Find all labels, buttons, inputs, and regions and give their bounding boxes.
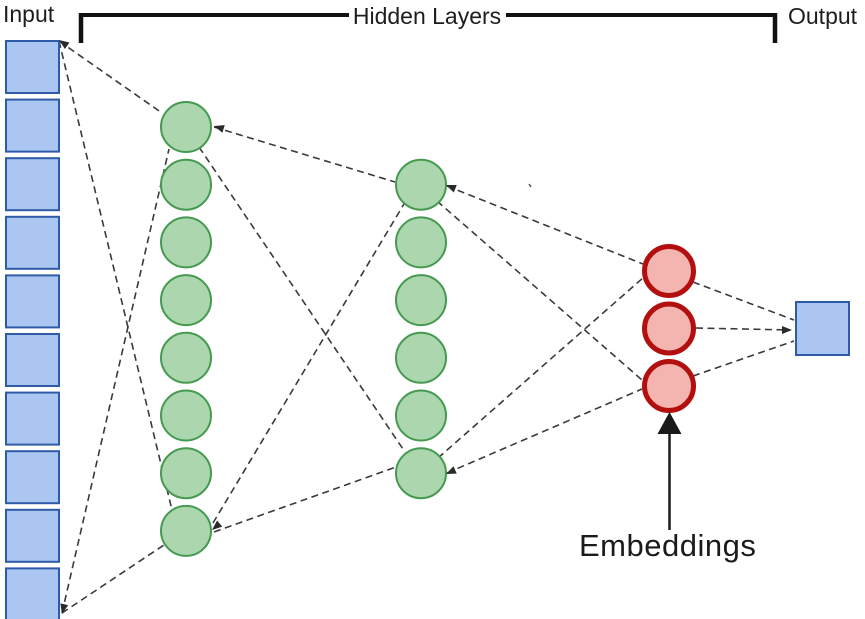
input-label: Input (3, 1, 55, 27)
hidden-1-node (160, 158, 212, 211)
connection-line (437, 276, 645, 459)
hidden-1-node (160, 274, 212, 327)
connection-line (446, 185, 644, 265)
embeddings-label: Embeddings (579, 528, 757, 563)
connection-line (212, 203, 405, 524)
output-node (795, 301, 850, 356)
input-node (5, 98, 60, 153)
embeddings-arrow-head-icon (657, 412, 682, 434)
connection-line (692, 281, 795, 321)
hidden-1-node (160, 101, 212, 153)
hidden-1-node (160, 389, 212, 442)
hidden-2-node (395, 331, 447, 384)
connection-arrowhead-icon (59, 40, 70, 50)
hidden-2-node (395, 274, 447, 327)
output-label: Output (788, 3, 858, 29)
input-node (5, 157, 60, 212)
hidden-2-node (395, 389, 447, 442)
stray-mark (528, 183, 532, 188)
connection-line (198, 146, 406, 453)
connection-line (436, 200, 643, 381)
connection-arrowhead-icon (782, 326, 792, 334)
connection-line (213, 466, 397, 533)
connection-arrowhead-icon (214, 125, 225, 133)
connection-arrowhead-icon (446, 466, 457, 474)
hidden-layers-label: Hidden Layers (352, 3, 502, 29)
input-node (5, 508, 60, 563)
input-node (5, 274, 60, 329)
hidden-1-node (160, 331, 212, 384)
connection-arrowhead-icon (212, 520, 223, 530)
connection-line (695, 327, 791, 331)
input-node (5, 40, 60, 94)
embeddings-node (642, 301, 696, 356)
hidden-2-node (395, 447, 447, 500)
connection-line (446, 388, 643, 474)
hidden-1-node (160, 216, 212, 269)
connection-line (213, 126, 396, 183)
input-node (5, 450, 60, 505)
hidden-1-node (160, 504, 212, 557)
embeddings-node (642, 359, 696, 413)
connection-arrowhead-icon (446, 185, 457, 193)
connection-line (58, 40, 173, 511)
hidden-2-node (395, 158, 447, 211)
connection-arrowhead-icon (60, 603, 69, 614)
connection-line (61, 544, 165, 614)
embeddings-node (642, 244, 696, 298)
connection-line (58, 40, 163, 114)
input-node (5, 391, 60, 446)
input-node (5, 567, 60, 619)
input-node (5, 333, 60, 387)
connection-line (692, 340, 795, 377)
connection-line (61, 148, 170, 614)
hidden-2-node (395, 216, 447, 269)
hidden-1-node (160, 447, 212, 500)
input-node (5, 215, 60, 270)
